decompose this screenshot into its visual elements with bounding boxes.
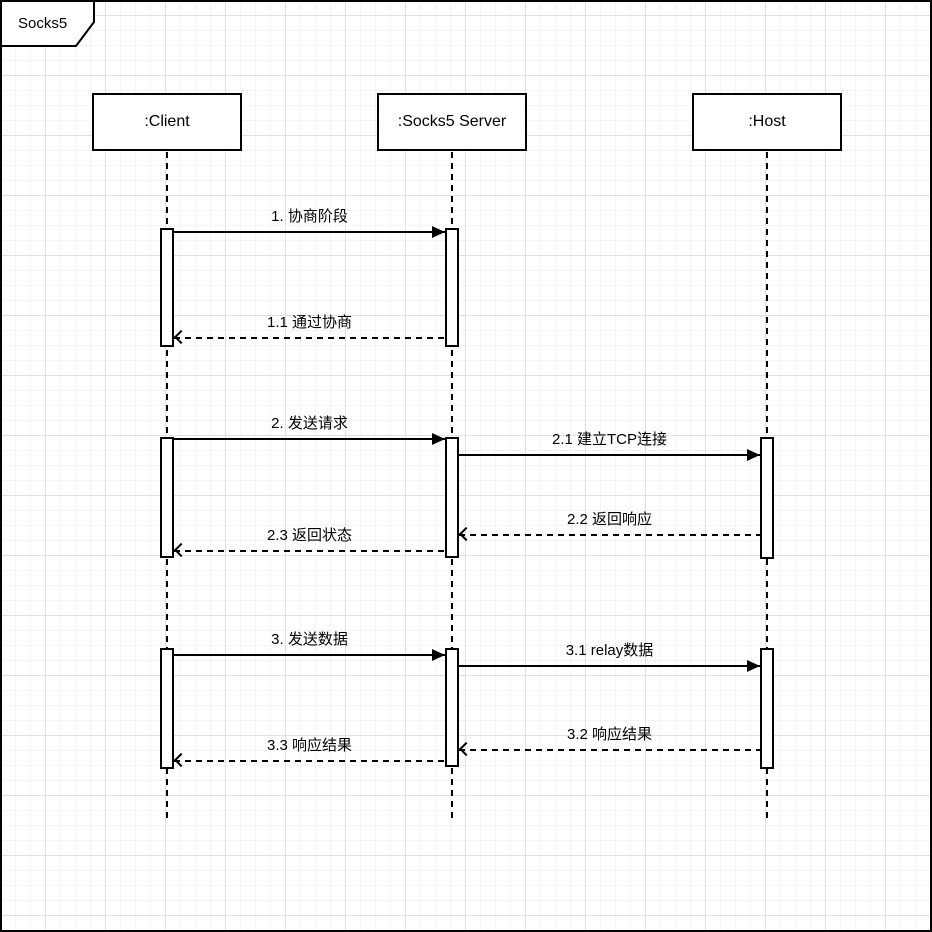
message-3-2-label: 3.2 响应结果 [566, 726, 653, 744]
arrowhead-filled-icon [747, 449, 760, 461]
activation-host-2 [760, 437, 774, 559]
message-2-1-label: 2.1 建立TCP连接 [551, 431, 668, 449]
message-3-3-line [174, 760, 445, 762]
message-2-3-line [174, 550, 445, 552]
message-1-label: 1. 协商阶段 [271, 208, 348, 226]
activation-host-3 [760, 648, 774, 769]
message-2-1-line [459, 454, 760, 456]
actor-box-host: :Host [692, 93, 842, 151]
activation-client-1 [160, 228, 174, 347]
actor-label-client: :Client [144, 113, 190, 130]
message-2-label: 2. 发送请求 [271, 415, 348, 433]
message-1-line [174, 231, 445, 233]
message-2-line [174, 438, 445, 440]
activation-server-3 [445, 648, 459, 767]
actor-box-client: :Client [92, 93, 242, 151]
arrowhead-filled-icon [432, 649, 445, 661]
message-3-3-label: 3.3 响应结果 [266, 737, 353, 755]
message-1-1-label: 1.1 通过协商 [266, 314, 353, 332]
activation-client-2 [160, 437, 174, 558]
activation-server-2 [445, 437, 459, 558]
frame-title-tab [2, 2, 95, 47]
actor-box-socks5-server: :Socks5 Server [377, 93, 527, 151]
message-2-2-label: 2.2 返回响应 [566, 511, 653, 529]
message-3-label: 3. 发送数据 [271, 631, 348, 649]
message-3-2-line [459, 749, 760, 751]
actor-label-host: :Host [748, 113, 786, 130]
message-1-1-line [174, 337, 445, 339]
message-3-1-label: 3.1 relay数据 [565, 642, 654, 660]
activation-client-3 [160, 648, 174, 769]
actor-label-socks5-server: :Socks5 Server [397, 113, 507, 130]
message-3-line [174, 654, 445, 656]
arrowhead-filled-icon [747, 660, 760, 672]
message-2-3-label: 2.3 返回状态 [266, 527, 353, 545]
activation-server-1 [445, 228, 459, 347]
message-2-2-line [459, 534, 760, 536]
frame-title: Socks5 [18, 15, 68, 32]
message-3-1-line [459, 665, 760, 667]
arrowhead-filled-icon [432, 226, 445, 238]
arrowhead-filled-icon [432, 433, 445, 445]
